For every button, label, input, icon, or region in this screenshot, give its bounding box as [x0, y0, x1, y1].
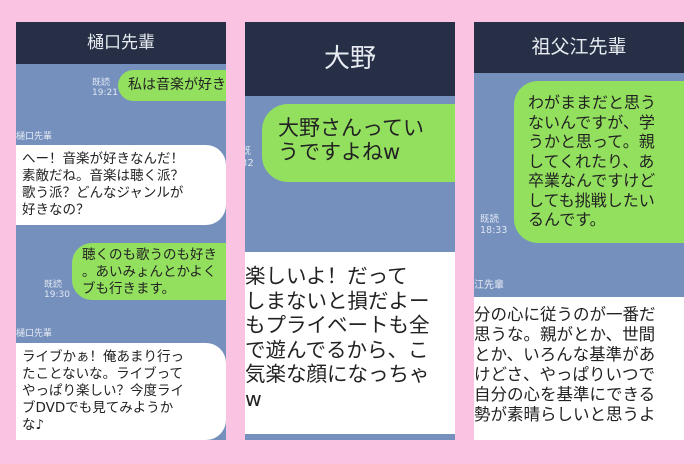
message-line: 気楽な顔になっちゃ — [245, 362, 430, 386]
message-line: ブDVDでも見てみようか — [22, 400, 174, 416]
sender-name: 樋口先輩 — [16, 329, 53, 339]
message-line: な♪ — [22, 417, 45, 433]
message-line: してくれたり、あ — [528, 151, 655, 171]
sender-name: 江先輩 — [474, 280, 504, 291]
message-line: 素敵だね。音楽は聴く派？ — [22, 168, 184, 184]
read-receipt-text: 既読 — [480, 214, 500, 225]
received-message[interactable]: ライブかぁ！俺あまり行ったことないな。ライブってやっぱり楽しい？今度ライブDVD… — [16, 343, 226, 440]
message-line: で遊んでるから、こ — [245, 337, 429, 362]
sent-message[interactable]: 聴くのも歌うのも好き。あいみょんとかよくブも行きます。 — [72, 243, 226, 300]
message-line: へー！音楽が好きなんだ！ — [22, 151, 184, 167]
message-line: わがままだと思う — [528, 93, 657, 112]
message-line: ブも行きます。 — [82, 281, 176, 297]
message-line: ライブかぁ！俺あまり行っ — [22, 349, 184, 365]
received-message[interactable]: 分の心に従うのが一番だ思うな。親がとか、世間とか、いろんな基準があけどさ、やっぱ… — [474, 297, 684, 440]
message-line: 楽しいよ！だって — [245, 264, 408, 288]
read-receipt-text: 既読 — [92, 78, 111, 88]
message-line: もプライベートも全 — [245, 313, 430, 337]
chat-title: 大野 — [245, 22, 455, 96]
message-line: しまないと損だよー — [245, 288, 430, 313]
message-line: やっぱり楽しい？今度ライ — [22, 383, 184, 399]
chat-title: 樋口先輩 — [16, 22, 226, 64]
message-line: けどさ、やっぱりいつで — [474, 365, 656, 384]
message-line: 聴くのも歌うのも好き — [82, 247, 217, 263]
sent-message[interactable]: 大野さんっていうですよねw — [262, 104, 455, 182]
message-line: 分の心に従うのが一番だ — [474, 305, 656, 324]
read-receipt-text: 19:21 — [92, 88, 118, 98]
message-line: 勢が素晴らしいと思うよ — [474, 405, 656, 424]
message-line: 卒業なんですけど — [528, 171, 656, 190]
message-line: 大野さんってい — [278, 116, 424, 140]
sender-name: 樋口先輩 — [16, 132, 53, 142]
sent-message[interactable]: 私は音楽が好き — [118, 70, 226, 101]
chat-title: 祖父江先輩 — [474, 22, 684, 73]
read-receipt-text: 19:30 — [44, 290, 70, 300]
message-line: るんです。 — [528, 210, 606, 229]
read-receipt-text: 18:33 — [480, 225, 508, 236]
read-receipt: 既32 — [245, 146, 254, 170]
message-line: w — [245, 386, 262, 411]
received-message[interactable]: へー！音楽が好きなんだ！素敵だね。音楽は聴く派？歌う派？どんなジャンルが好きなの… — [16, 145, 226, 225]
read-receipt-text: 既読 — [44, 280, 63, 290]
message-line: 。あいみょんとかよく — [82, 264, 217, 280]
message-line: うかと思って。親 — [528, 132, 655, 151]
read-receipt-text: 既 — [245, 146, 251, 157]
message-line: しても挑戦したい — [528, 190, 655, 210]
sent-message[interactable]: わがままだと思うないんですが、学うかと思って。親してくれたり、あ卒業なんですけど… — [514, 81, 684, 243]
message-line: 好きなの？ — [22, 202, 90, 218]
message-line: とか、いろんな基準があ — [474, 345, 656, 364]
received-message[interactable]: 楽しいよ！だってしまないと損だよーもプライベートも全で遊んでるから、こ気楽な顔に… — [245, 252, 455, 434]
message-line: 歌う派？どんなジャンルが — [22, 185, 184, 201]
read-receipt-text: 32 — [245, 158, 254, 169]
message-line: 私は音楽が好き — [128, 77, 226, 93]
message-line: 自分の心を基準にできる — [474, 385, 656, 404]
message-line: うですよねw — [278, 140, 401, 164]
message-line: ないんですが、学 — [528, 112, 655, 132]
message-line: 思うな。親がとか、世間 — [474, 325, 656, 344]
message-line: たことないな。ライブって — [22, 366, 183, 382]
